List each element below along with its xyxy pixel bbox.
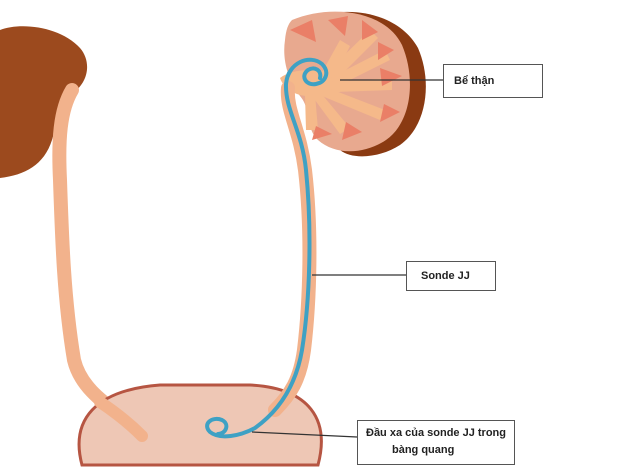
left-ureter bbox=[52, 83, 147, 437]
left-ureter-end bbox=[94, 396, 148, 442]
label-distal-end: Đầu xa của sonde JJ trong bàng quang bbox=[357, 420, 515, 465]
left-kidney bbox=[0, 26, 88, 178]
renal-pelvis bbox=[280, 30, 392, 134]
right-ureter bbox=[268, 81, 317, 417]
jj-stent bbox=[205, 57, 329, 439]
label-distal-end-line2: bàng quang bbox=[392, 444, 455, 456]
label-sonde-jj: Sonde JJ bbox=[406, 261, 496, 291]
label-renal-pelvis: Bể thận bbox=[443, 64, 543, 98]
label-renal-pelvis-text: Bể thận bbox=[454, 75, 495, 87]
leader-line-distal bbox=[251, 431, 358, 438]
calyces bbox=[290, 16, 402, 140]
label-distal-end-line1: Đầu xa của sonde JJ trong bbox=[366, 427, 506, 439]
bladder bbox=[77, 383, 323, 467]
label-sonde-jj-text: Sonde JJ bbox=[421, 270, 470, 282]
